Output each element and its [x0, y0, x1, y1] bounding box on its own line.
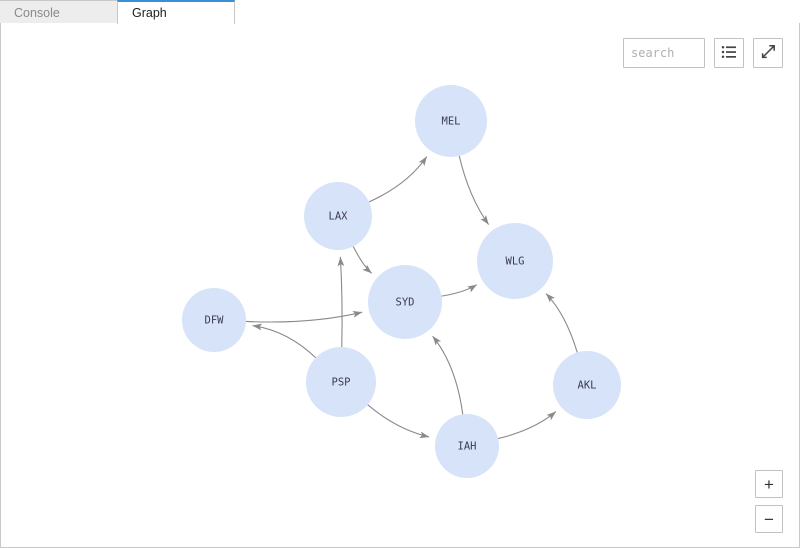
- list-view-button[interactable]: [714, 38, 744, 68]
- search-input[interactable]: [623, 38, 705, 68]
- graph-node-label: WLG: [506, 256, 525, 268]
- zoom-controls: + −: [755, 470, 783, 533]
- zoom-out-button[interactable]: −: [755, 505, 783, 533]
- tab-graph[interactable]: Graph: [117, 0, 235, 24]
- graph-node-label: MEL: [442, 116, 461, 128]
- tab-bar: Console Graph: [0, 0, 800, 24]
- tab-console-label: Console: [14, 5, 60, 20]
- graph-node[interactable]: MEL: [415, 85, 487, 157]
- graph-node-label: DFW: [205, 315, 225, 327]
- graph-edge[interactable]: [432, 335, 464, 415]
- graph-node-circle[interactable]: [415, 85, 487, 157]
- graph-node[interactable]: DFW: [182, 288, 246, 352]
- graph-edges: [245, 155, 578, 440]
- graph-edge[interactable]: [458, 155, 490, 225]
- graph-edge[interactable]: [367, 404, 430, 439]
- graph-node-circle[interactable]: [435, 414, 499, 478]
- tab-bar-filler: [235, 0, 800, 24]
- graph-edge[interactable]: [352, 246, 373, 274]
- graph-edge[interactable]: [252, 323, 317, 359]
- graph-toolbar: [623, 38, 783, 68]
- graph-node[interactable]: AKL: [553, 351, 621, 419]
- fullscreen-expand-button[interactable]: [753, 38, 783, 68]
- expand-arrows-icon: [760, 44, 776, 63]
- graph-node-label: LAX: [329, 211, 349, 223]
- graph-node-circle[interactable]: [304, 182, 372, 250]
- graph-node[interactable]: PSP: [306, 347, 376, 417]
- graph-edge[interactable]: [337, 256, 345, 348]
- graph-node-circle[interactable]: [477, 223, 553, 299]
- zoom-in-button[interactable]: +: [755, 470, 783, 498]
- graph-node-label: SYD: [396, 297, 415, 309]
- tab-graph-label: Graph: [132, 6, 167, 20]
- graph-node[interactable]: LAX: [304, 182, 372, 250]
- graph-edge[interactable]: [545, 293, 578, 353]
- graph-edge[interactable]: [245, 310, 363, 323]
- graph-node-circle[interactable]: [368, 265, 442, 339]
- graph-edge[interactable]: [368, 156, 428, 203]
- graph-nodes: MEL LAX WLG SYD DFW PSP AKL IAH: [182, 85, 621, 478]
- graph-edge[interactable]: [441, 284, 478, 297]
- graph-edge[interactable]: [497, 411, 557, 440]
- graph-node-circle[interactable]: [182, 288, 246, 352]
- graph-node-circle[interactable]: [306, 347, 376, 417]
- list-icon: [721, 45, 737, 62]
- graph-canvas-panel[interactable]: MEL LAX WLG SYD DFW PSP AKL IAH: [0, 23, 800, 548]
- graph-node-label: AKL: [578, 380, 597, 392]
- graph-node[interactable]: IAH: [435, 414, 499, 478]
- graph-node[interactable]: SYD: [368, 265, 442, 339]
- tab-console[interactable]: Console: [0, 0, 118, 24]
- graph-node-circle[interactable]: [553, 351, 621, 419]
- graph-canvas[interactable]: MEL LAX WLG SYD DFW PSP AKL IAH: [1, 23, 799, 546]
- graph-node-label: IAH: [458, 441, 477, 453]
- graph-node-label: PSP: [332, 377, 351, 389]
- graph-node[interactable]: WLG: [477, 223, 553, 299]
